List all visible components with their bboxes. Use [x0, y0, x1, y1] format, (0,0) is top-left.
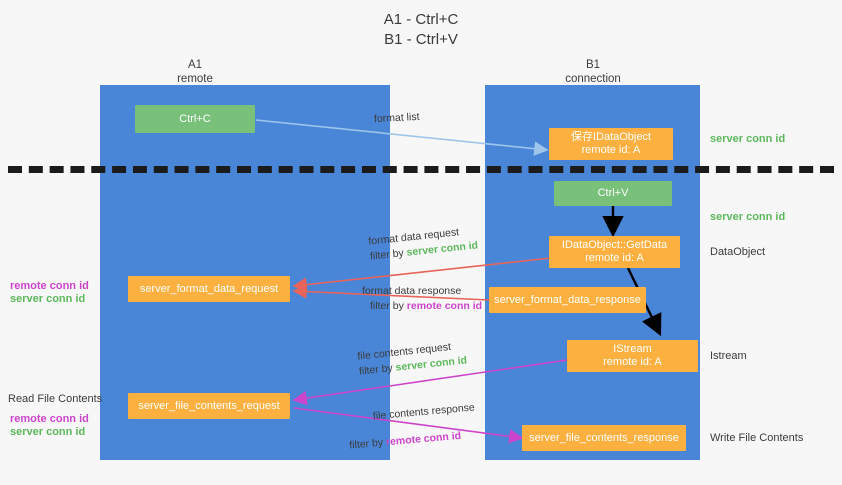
box-server-file-contents-response[interactable]: server_file_contents_response	[522, 425, 686, 451]
filter-prefix: filter by	[370, 300, 407, 312]
box-ctrl-c[interactable]: Ctrl+C	[135, 105, 255, 133]
diagram-title: A1 - Ctrl+C B1 - Ctrl+V	[0, 10, 842, 50]
box-getdata-line2: remote id: A	[585, 252, 644, 264]
title-line-1: A1 - Ctrl+C	[383, 11, 459, 28]
left-label-read-file-contents: Read File Contents	[8, 393, 103, 405]
box-server-format-data-response[interactable]: server_format_data_response	[489, 287, 646, 313]
filter-value-remote-conn-id: remote conn id	[385, 429, 462, 449]
box-istream-line1: IStream	[613, 343, 652, 355]
lane-header-b1: B1 connection	[543, 58, 643, 86]
edge-label-file-contents-response-filter: filter by remote conn id	[349, 427, 478, 453]
box-getdata-line1: IDataObject::GetData	[561, 239, 668, 251]
box-save-idataobject-line2: remote id: A	[581, 144, 641, 156]
title-line-2: B1 - Ctrl+V	[384, 31, 458, 48]
edge-label-format-data-response: format data response filter by remote co…	[362, 284, 482, 314]
box-server-format-data-request-label: server_format_data_request	[139, 282, 279, 295]
box-istream[interactable]: IStream remote id: A	[567, 340, 698, 372]
left-label-remote-conn-id-1: remote conn id	[10, 280, 89, 292]
right-label-write-file-contents: Write File Contents	[710, 432, 804, 444]
box-save-idataobject[interactable]: 保存IDataObject remote id: A	[549, 128, 673, 160]
left-label-server-conn-id-2: server conn id	[10, 426, 86, 438]
left-label-server-conn-id-1: server conn id	[10, 293, 86, 305]
lane-a1-name: A1	[187, 59, 203, 71]
box-istream-line2: remote id: A	[603, 356, 662, 368]
box-ctrl-v-label: Ctrl+V	[597, 187, 629, 199]
box-ctrl-c-label: Ctrl+C	[179, 112, 211, 125]
filter-value-remote-conn-id: remote conn id	[406, 300, 483, 312]
divider-dashed-line	[8, 166, 834, 173]
edge-label-format-data-response-text: format data response	[362, 285, 462, 297]
filter-prefix: filter by	[369, 246, 408, 263]
edge-label-format-data-response-filter: filter by remote conn id	[362, 299, 482, 314]
box-server-file-contents-request-label: server_file_contents_request	[138, 399, 280, 412]
right-label-dataobject: DataObject	[710, 246, 766, 258]
box-ctrl-v[interactable]: Ctrl+V	[554, 181, 672, 206]
lane-b1-sub: connection	[565, 73, 621, 85]
filter-prefix: filter by	[358, 361, 397, 378]
box-server-file-contents-response-label: server_file_contents_response	[529, 431, 679, 444]
lane-header-a1: A1 remote	[145, 58, 245, 86]
right-label-server-conn-id-1: server conn id	[710, 133, 786, 145]
box-idataobject-getdata[interactable]: IDataObject::GetData remote id: A	[549, 236, 680, 268]
box-server-file-contents-request[interactable]: server_file_contents_request	[128, 393, 290, 419]
box-server-format-data-response-label: server_format_data_response	[494, 293, 641, 306]
lane-b1-name: B1	[585, 59, 601, 71]
edge-label-format-list: format list	[374, 110, 420, 127]
left-label-remote-conn-id-2: remote conn id	[10, 413, 89, 425]
right-label-server-conn-id-2: server conn id	[710, 211, 786, 223]
edge-label-format-list-text: format list	[373, 110, 420, 126]
box-save-idataobject-line1: 保存IDataObject	[570, 131, 652, 143]
filter-prefix: filter by	[348, 436, 387, 452]
box-server-format-data-request[interactable]: server_format_data_request	[128, 276, 290, 302]
lane-a1-sub: remote	[177, 73, 213, 85]
right-label-istream: Istream	[710, 350, 747, 362]
